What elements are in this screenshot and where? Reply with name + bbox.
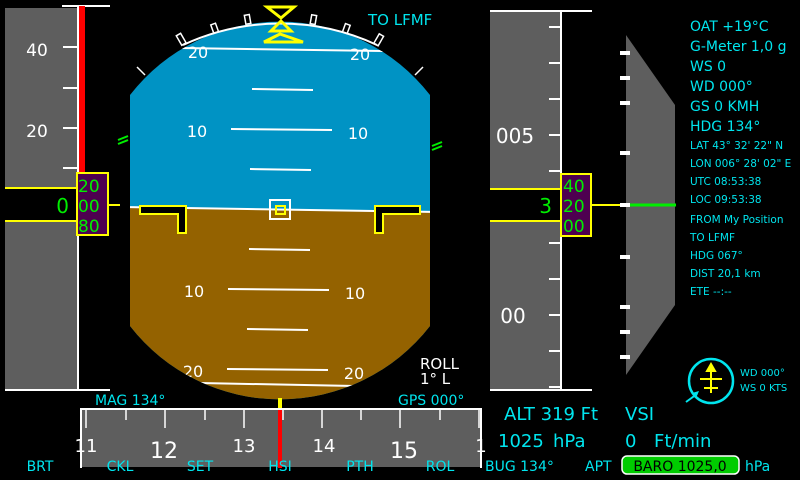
heading-pointer <box>278 410 282 468</box>
altitude-label: 00 <box>500 304 525 328</box>
to-waypoint: TO LFMF <box>689 232 735 244</box>
altitude-tape: 005 00 3 40 20 00 <box>490 10 620 391</box>
brightness-button[interactable]: BRT <box>27 459 54 475</box>
mag-heading: MAG 134° <box>95 393 165 409</box>
pitch-label: 10 <box>187 122 207 141</box>
ground <box>130 207 430 400</box>
ground-speed: GS 0 KMH <box>690 99 759 115</box>
heading-bug <box>278 398 282 408</box>
altitude-readout: 3 <box>539 194 552 218</box>
speed-label: 20 <box>26 122 48 142</box>
baro-value: BARO 1025,0 <box>633 459 726 475</box>
pitch-label: 20 <box>344 364 364 383</box>
settings-button[interactable]: SET <box>187 459 214 475</box>
pitch-label: 10 <box>184 282 204 301</box>
altitude-drum: 00 <box>563 217 585 237</box>
heading-label: 14 <box>313 436 336 457</box>
roll-value: 1° L <box>420 370 451 388</box>
speed-readout: 0 <box>56 194 69 218</box>
roll-button[interactable]: ROL <box>426 459 455 475</box>
pressure-value: 1025 <box>498 431 544 452</box>
wind-speed-readout: WS 0 KTS <box>740 383 787 394</box>
vertical-speed-indicator <box>620 35 676 375</box>
pitch-label: 20 <box>183 362 203 381</box>
roll-label: ROLL <box>420 355 460 373</box>
bank-limit-marks <box>117 135 443 151</box>
pressure-unit: hPa <box>553 431 585 452</box>
ete: ETE --:-- <box>690 286 732 298</box>
airport-button[interactable]: APT <box>585 459 612 475</box>
wind-indicator: WD 000° WS 0 KTS <box>685 357 787 405</box>
speed-label: 40 <box>26 41 48 61</box>
baro-button[interactable]: BARO 1025,0 <box>621 455 740 475</box>
pitch-label: 20 <box>188 43 208 62</box>
heading-tape[interactable]: 11 12 13 14 15 1 <box>75 398 487 468</box>
altitude-value: ALT 319 Ft <box>504 404 598 425</box>
wind-direction-readout: WD 000° <box>740 368 785 379</box>
hsi-button[interactable]: HSI <box>268 459 292 475</box>
nav-heading: HDG 067° <box>690 250 743 262</box>
speed-drum: 80 <box>78 217 100 237</box>
heading-label: 15 <box>390 439 418 464</box>
pitch-button[interactable]: PTH <box>346 459 374 475</box>
airspeed-tape: 40 20 0 20 00 80 <box>5 5 110 391</box>
wind-dial <box>687 357 735 405</box>
from-waypoint: FROM My Position <box>690 214 784 226</box>
vertical-speed-value: 0 <box>625 431 636 452</box>
heading: HDG 134° <box>690 119 760 135</box>
pitch-label: 10 <box>345 284 365 303</box>
checklist-button[interactable]: CKL <box>107 459 134 475</box>
altitude-drum: 40 <box>563 177 585 197</box>
baro-unit: hPa <box>745 459 770 475</box>
vsi-label: VSI <box>625 404 654 425</box>
heading-label: 13 <box>233 436 256 457</box>
oat: OAT +19°C <box>690 19 769 35</box>
utc-time: UTC 08:53:38 <box>690 176 761 188</box>
to-destination-label: TO LFMF <box>367 11 432 29</box>
info-panel: OAT +19°C G-Meter 1,0 g WS 0 WD 000° GS … <box>689 19 791 298</box>
aircraft-icon <box>700 361 722 393</box>
pitch-label: 10 <box>348 124 368 143</box>
altitude-label: 005 <box>496 124 534 148</box>
speed-drum: 20 <box>78 177 100 197</box>
heading-label: 1 <box>475 436 486 457</box>
gps-heading: GPS 000° <box>398 393 464 409</box>
local-time: LOC 09:53:38 <box>690 194 762 206</box>
heading-label: 11 <box>75 436 98 457</box>
wind-arrow-icon <box>685 391 699 403</box>
heading-label: 12 <box>150 439 178 464</box>
g-meter: G-Meter 1,0 g <box>690 39 787 55</box>
longitude: LON 006° 28' 02" E <box>690 158 791 170</box>
wind-speed: WS 0 <box>690 59 726 75</box>
roll-scale <box>117 5 443 151</box>
heading-bug-button[interactable]: BUG 134° <box>485 459 554 475</box>
vertical-speed-unit: Ft/min <box>654 431 711 452</box>
aircraft-symbol <box>108 199 421 234</box>
overspeed-bar <box>79 6 85 172</box>
roll-pointer <box>262 5 304 44</box>
wind-direction: WD 000° <box>690 79 753 95</box>
bottom-menu: BRT CKL SET HSI PTH ROL BUG 134° APT BAR… <box>27 455 770 475</box>
pitch-label: 20 <box>350 45 370 64</box>
distance: DIST 20,1 km <box>690 268 761 280</box>
latitude: LAT 43° 32' 22" N <box>690 140 783 152</box>
pitch-ladder <box>179 47 386 387</box>
altitude-drum: 20 <box>563 197 585 217</box>
speed-drum: 00 <box>78 197 100 217</box>
